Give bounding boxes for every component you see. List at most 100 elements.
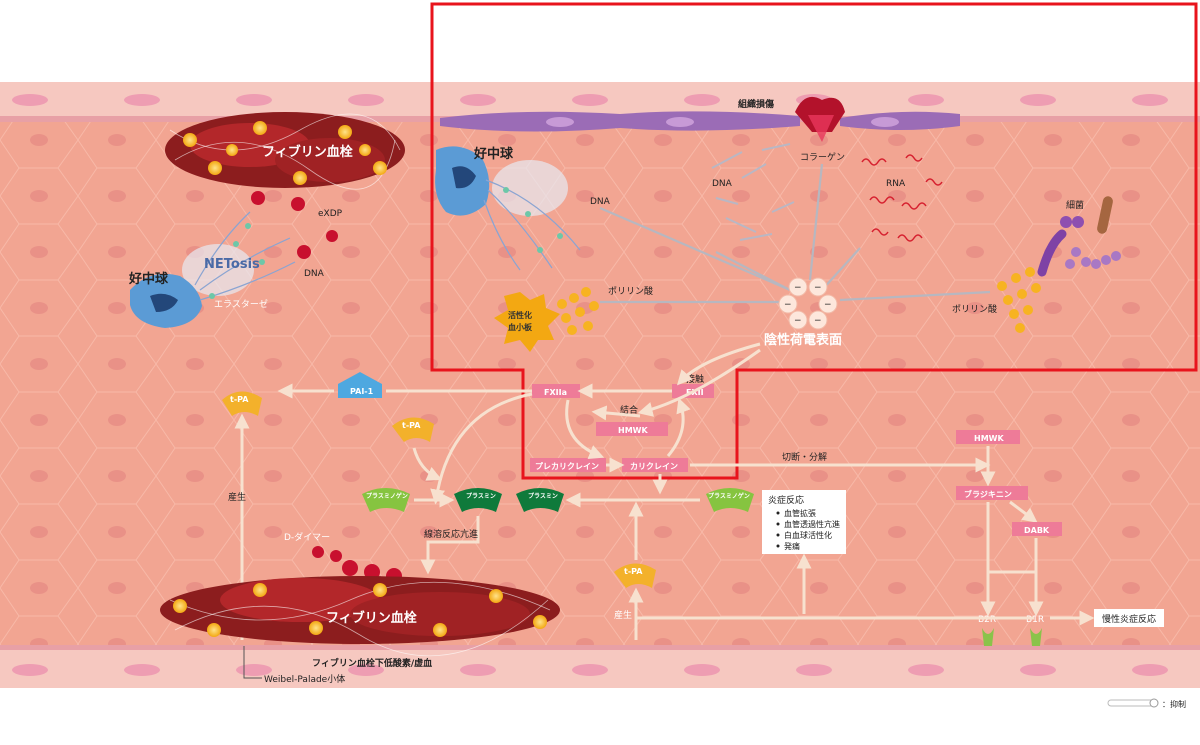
fibrinolysis-label: 線溶反応亢進 — [424, 528, 478, 540]
wall-cell — [1020, 664, 1056, 676]
damaged-endothelium — [440, 96, 960, 142]
svg-text:炎症反応: 炎症反応 — [768, 494, 804, 506]
wall-cell — [684, 94, 720, 106]
ddimer-label: D-ダイマー — [284, 531, 330, 543]
wall-cell — [1132, 94, 1168, 106]
spokes — [599, 163, 991, 304]
chronic-inflammation-box: 慢性炎症反応 — [1094, 609, 1164, 627]
fibrin-clot-top — [165, 112, 405, 190]
hmwk-right-box: HMWK — [956, 430, 1020, 444]
prekallikrein-box: プレカリクレイン — [530, 458, 606, 472]
binding-label: 結合 — [620, 404, 638, 416]
polyphosphate-right — [997, 267, 1041, 333]
svg-text:プラスミン: プラスミン — [466, 492, 496, 500]
wall-cell — [572, 94, 608, 106]
wall-cell — [236, 664, 272, 676]
svg-text:プラスミノゲン: プラスミノゲン — [366, 492, 408, 500]
kallikrein-box: カリクレイン — [622, 458, 688, 472]
exdp-label: eXDP — [318, 209, 343, 219]
svg-text:ブラジキニン: ブラジキニン — [964, 489, 1012, 499]
b1r-label: B1R — [1026, 615, 1044, 625]
b1r-receptor — [1030, 628, 1042, 646]
fibrin-clot-top-label: フィブリン血栓 — [262, 144, 353, 160]
svg-text:PAI-1: PAI-1 — [350, 387, 374, 396]
production-left-label: 産生 — [228, 491, 246, 503]
plasmin-left: プラスミン — [454, 488, 502, 512]
collagen-label: コラーゲン — [800, 151, 845, 163]
fibrin-clot-bottom-label: フィブリン血栓 — [326, 610, 417, 626]
tpa-mid: t-PA — [392, 417, 434, 442]
tpa-bottom: t-PA — [614, 563, 656, 588]
bradykinin-box: ブラジキニン — [956, 486, 1028, 500]
svg-text:−: − — [814, 316, 822, 326]
plasminogen-left: プラスミノゲン — [362, 488, 410, 512]
svg-text:カリクレイン: カリクレイン — [630, 461, 678, 471]
wall-cell — [12, 94, 48, 106]
rna-label: RNA — [886, 179, 906, 189]
fxiia-box: FXIIa — [532, 384, 580, 398]
highlight-outline — [430, 2, 1198, 480]
tpa-left: t-PA — [222, 391, 262, 416]
wall-cell — [236, 94, 272, 106]
netosis-label: NETosis — [204, 257, 260, 272]
wall-cell — [124, 94, 160, 106]
cleave-label: 切断・分解 — [782, 451, 827, 463]
wall-cell — [796, 664, 832, 676]
svg-text:t-PA: t-PA — [402, 421, 421, 430]
inflammation-item-2: 白血球活性化 — [784, 530, 832, 540]
negative-surface-label: 陰性荷電表面 — [764, 332, 842, 348]
fibrin-clot-bottom — [160, 576, 560, 657]
neutrophil-left — [130, 211, 296, 328]
polyphosphate-left — [557, 287, 599, 335]
b2r-receptor — [982, 628, 994, 646]
polyp-left-label: ポリリン酸 — [608, 286, 653, 297]
vessel-lumen — [0, 82, 1200, 688]
weibel-pointer — [243, 646, 262, 679]
svg-text:プレカリクレイン: プレカリクレイン — [535, 461, 599, 471]
wall-cell — [348, 664, 384, 676]
tissue-damage-label: 組織損傷 — [738, 98, 774, 110]
svg-text:慢性炎症反応: 慢性炎症反応 — [1102, 613, 1156, 625]
activated-platelet — [494, 292, 560, 352]
wall-cell — [12, 664, 48, 676]
dna-left-label: DNA — [304, 269, 325, 279]
vessel-wall-bottom — [0, 645, 1200, 688]
svg-text:HMWK: HMWK — [974, 434, 1004, 443]
wall-cell — [572, 664, 608, 676]
wall-cell — [348, 94, 384, 106]
wall-cell — [1132, 664, 1168, 676]
negative-surface-icon: −− −− −− — [778, 277, 838, 330]
weibel-label: Weibel-Palade小体 — [264, 673, 345, 685]
svg-text:t-PA: t-PA — [624, 567, 643, 576]
bacteria-icon — [1037, 196, 1121, 277]
inflammation-item-0: 血管拡張 — [784, 508, 816, 518]
svg-text:HMWK: HMWK — [618, 426, 648, 435]
svg-text:−: − — [784, 300, 792, 310]
platelet-label-2: 血小板 — [508, 322, 533, 332]
platelet-label-1: 活性化 — [508, 310, 532, 320]
inflammation-item-3: 発痛 — [784, 541, 800, 551]
dna-right-label: DNA — [590, 197, 611, 207]
elastase-label: エラスターゼ — [214, 298, 268, 310]
svg-text:プラスミノゲン: プラスミノゲン — [708, 492, 750, 500]
hypoxia-label: フィブリン血栓下低酸素/虚血 — [312, 657, 432, 669]
legend-inhibit: ：抑制 — [1107, 698, 1186, 709]
inflammation-item-1: 血管透過性亢進 — [784, 519, 840, 529]
wall-cell — [1020, 94, 1056, 106]
exdp-drops — [251, 191, 338, 259]
dabk-box: DABK — [1012, 522, 1062, 536]
rna-strands — [861, 154, 943, 242]
dna-strands — [711, 143, 795, 241]
inflammation-box: 炎症反応 血管拡張 血管透過性亢進 白血球活性化 発痛 — [762, 490, 846, 554]
pai1-node: PAI-1 — [338, 372, 382, 398]
production-right-label: 産生 — [614, 609, 632, 621]
plasminogen-right: プラスミノゲン — [706, 488, 754, 512]
wall-cell — [124, 664, 160, 676]
wall-cell — [460, 94, 496, 106]
polyp-right-label: ポリリン酸 — [952, 304, 997, 315]
bacteria-label: 細菌 — [1066, 199, 1084, 211]
neutrophil-right-label: 好中球 — [473, 146, 514, 162]
wall-cell — [460, 664, 496, 676]
hmwk-center-box: HMWK — [596, 422, 668, 436]
